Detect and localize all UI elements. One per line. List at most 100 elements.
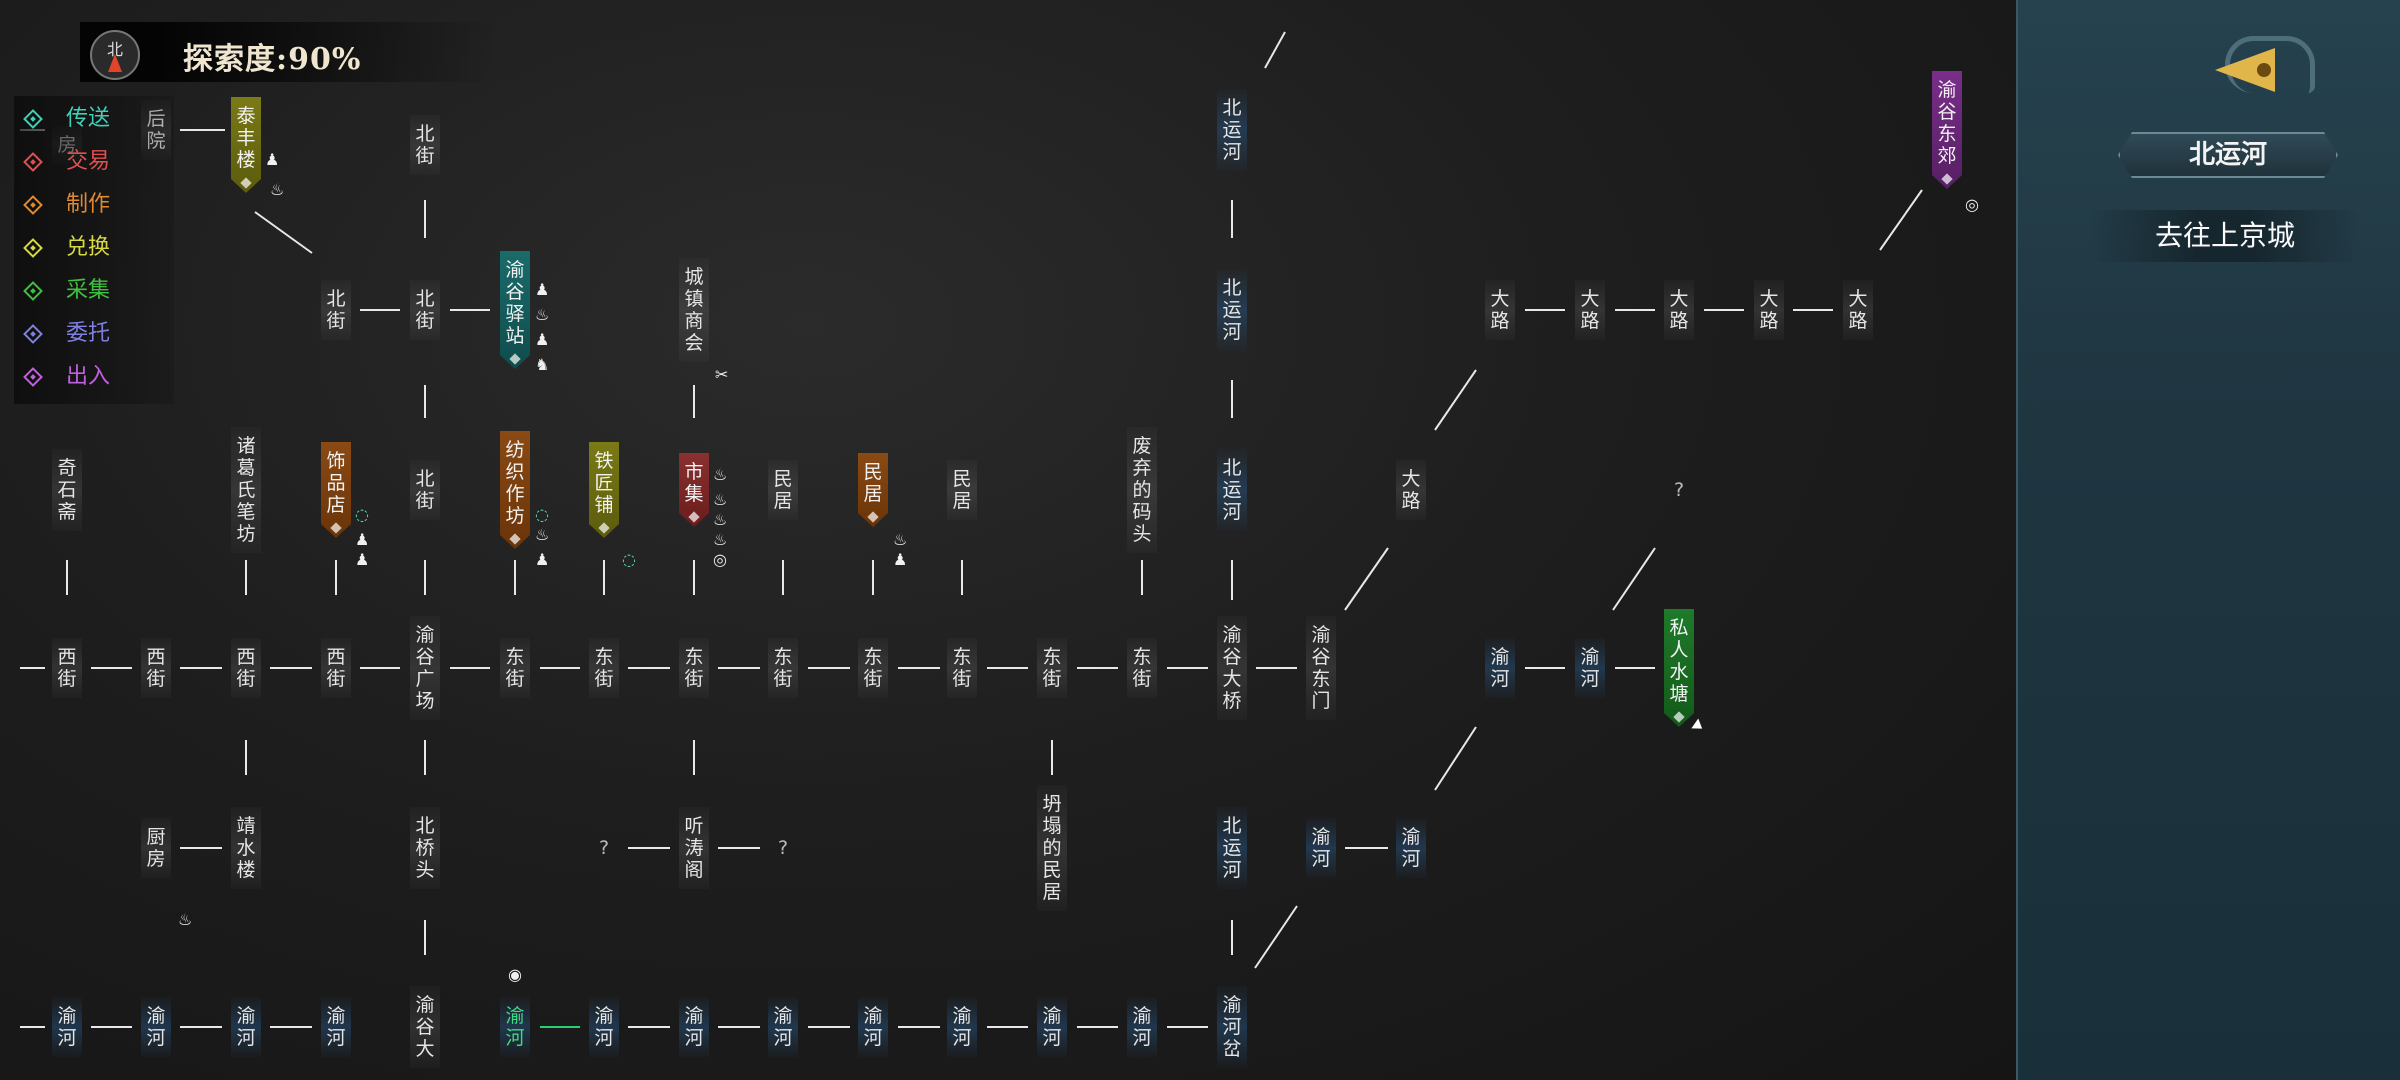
map-node-label: 大路 — [1669, 288, 1689, 332]
map-node[interactable]: 大路 — [1575, 280, 1605, 340]
map-node[interactable]: 渝河 — [947, 997, 977, 1057]
map-node[interactable]: 渝河 — [500, 997, 530, 1057]
map-node[interactable]: 渝河 — [1396, 818, 1426, 878]
map-node[interactable]: 东街 — [589, 638, 619, 698]
legend-panel: 传送 交易 制作 兑换 采集 委托 出入 — [14, 96, 174, 404]
map-node[interactable]: 大路 — [1664, 280, 1694, 340]
map-node[interactable]: 渝河 — [1575, 638, 1605, 698]
map-node[interactable]: 大路 — [1754, 280, 1784, 340]
map-node[interactable]: 大路 — [1485, 280, 1515, 340]
cookpot-icon: ♨ — [535, 525, 550, 544]
map-node[interactable]: 饰品店 — [321, 442, 351, 538]
map-node[interactable]: 诸葛氏笔坊 — [231, 427, 261, 553]
banner-gem-icon — [240, 177, 251, 188]
map-node[interactable]: 渝河岔 — [1217, 986, 1247, 1068]
legend-teleport[interactable]: 传送 — [23, 104, 110, 134]
map-node[interactable]: 北运河 — [1217, 807, 1247, 889]
map-node[interactable]: 渝河 — [141, 997, 171, 1057]
map-node[interactable]: 渝谷大 — [410, 986, 440, 1068]
map-node[interactable]: 渝河 — [858, 997, 888, 1057]
map-node[interactable]: 东街 — [1037, 638, 1067, 698]
map-node[interactable]: 渝河 — [679, 997, 709, 1057]
map-node-label: 渝河 — [57, 1005, 77, 1049]
map-node[interactable]: 渝河 — [231, 997, 261, 1057]
map-node[interactable]: 渝谷驿站 — [500, 251, 530, 369]
map-node-label: 饰品店 — [326, 450, 346, 516]
map-node[interactable]: 西街 — [321, 638, 351, 698]
map-node[interactable]: 奇石斋 — [52, 449, 82, 531]
map-node[interactable]: 靖水楼 — [231, 807, 261, 889]
cookpot-icon: ♨ — [713, 510, 728, 529]
map-node[interactable]: 西街 — [52, 638, 82, 698]
map-node[interactable]: 西街 — [141, 638, 171, 698]
map-node-label: 民居 — [952, 468, 972, 512]
map-node[interactable]: 纺织作坊 — [500, 431, 530, 549]
map-node[interactable]: 东街 — [1127, 638, 1157, 698]
map-node[interactable]: 北运河 — [1217, 269, 1247, 351]
map-node[interactable]: 东街 — [768, 638, 798, 698]
map-node[interactable]: 大路 — [1843, 280, 1873, 340]
map-node[interactable]: 北桥头 — [410, 807, 440, 889]
map-node[interactable]: 渝谷东郊 — [1932, 71, 1962, 189]
map-node[interactable]: 渝河 — [1037, 997, 1067, 1057]
map-node[interactable]: 废弃的码头 — [1127, 427, 1157, 553]
legend-exchange[interactable]: 兑换 — [23, 233, 110, 263]
map-node[interactable]: 东街 — [947, 638, 977, 698]
map-node-label: 渝河 — [1042, 1005, 1062, 1049]
map-node-label: 民居 — [773, 468, 793, 512]
map-node[interactable]: 听涛阁 — [679, 807, 709, 889]
back-button[interactable] — [2205, 30, 2315, 100]
map-node[interactable]: 私人水塘 — [1664, 609, 1694, 727]
map-node[interactable]: 渝河 — [52, 997, 82, 1057]
map-node[interactable]: 东街 — [679, 638, 709, 698]
map-node[interactable]: 北街 — [410, 115, 440, 175]
map-node[interactable]: 市集 — [679, 453, 709, 527]
map-node[interactable]: 城镇商会 — [679, 258, 709, 362]
map-node-label: 渝谷广场 — [415, 624, 435, 712]
map-node[interactable]: 渝河 — [589, 997, 619, 1057]
map-node[interactable]: 铁匠铺 — [589, 442, 619, 538]
diamond-icon — [23, 152, 43, 172]
goto-button[interactable]: 去往上京城 — [2090, 210, 2360, 262]
map-node[interactable]: 渝谷东门 — [1306, 616, 1336, 720]
legend-craft[interactable]: 制作 — [23, 190, 110, 220]
map-node[interactable]: 渝谷广场 — [410, 616, 440, 720]
map-node[interactable]: 渝河 — [1485, 638, 1515, 698]
map-node[interactable]: 东街 — [858, 638, 888, 698]
banner-gem-icon — [330, 522, 341, 533]
map-node[interactable]: 渝河 — [321, 997, 351, 1057]
map-node[interactable]: 大路 — [1396, 460, 1426, 520]
map-node-label: 北街 — [415, 123, 435, 167]
map-node[interactable]: 渝河 — [768, 997, 798, 1057]
map-node[interactable]: 民居 — [858, 453, 888, 527]
diamond-icon — [23, 109, 43, 129]
map-node[interactable]: 渝河 — [1306, 818, 1336, 878]
map-node[interactable]: 渝谷大桥 — [1217, 616, 1247, 720]
npc-icon: ♟ — [535, 280, 550, 299]
map-node[interactable]: 民居 — [768, 460, 798, 520]
legend-trade[interactable]: 交易 — [23, 147, 110, 177]
legend-entry-exit[interactable]: 出入 — [23, 362, 110, 392]
map-node[interactable]: 北运河 — [1217, 89, 1247, 171]
map-node[interactable]: 西街 — [231, 638, 261, 698]
map-node[interactable]: ? — [589, 829, 619, 867]
map-node[interactable]: 北街 — [410, 280, 440, 340]
map-node[interactable]: ? — [1664, 471, 1694, 509]
map-node[interactable]: ? — [768, 829, 798, 867]
exploration-progress: 探索度:90% — [183, 42, 362, 77]
map-node-label: 渝河 — [236, 1005, 256, 1049]
diamond-icon — [23, 367, 43, 387]
map-node[interactable]: 坍塌的民居 — [1037, 785, 1067, 911]
map-node[interactable]: 东街 — [500, 638, 530, 698]
map-node[interactable]: 北街 — [321, 280, 351, 340]
map-node[interactable]: 泰丰楼 — [231, 97, 261, 193]
banner-gem-icon — [867, 511, 878, 522]
legend-commission[interactable]: 委托 — [23, 319, 110, 349]
legend-gather[interactable]: 采集 — [23, 276, 110, 306]
map-node[interactable]: 民居 — [947, 460, 977, 520]
map-node[interactable]: 厨房 — [141, 818, 171, 878]
region-map[interactable]: 后院房泰丰楼北街北运河渝谷东郊北街北街渝谷驿站城镇商会北运河大路大路大路大路大路… — [0, 0, 2016, 1080]
map-node[interactable]: 北运河 — [1217, 449, 1247, 531]
map-node[interactable]: 北街 — [410, 460, 440, 520]
map-node[interactable]: 渝河 — [1127, 997, 1157, 1057]
